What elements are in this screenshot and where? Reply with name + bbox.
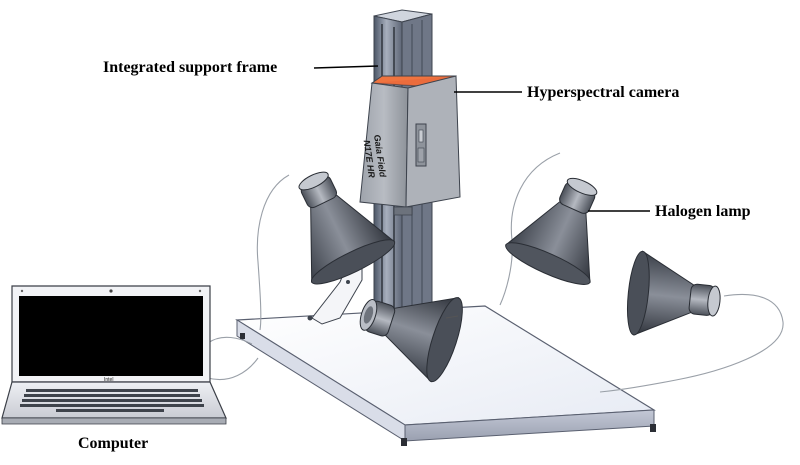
halogen-lamp-label: Halogen lamp	[655, 203, 751, 220]
laptop-computer: Intel	[1, 285, 227, 425]
halogen-lamp-front	[359, 297, 463, 383]
hyperspectral-camera: Gaia Field N17E HR	[359, 75, 461, 216]
halogen-lamp-right	[626, 250, 721, 336]
laptop-keyboard	[20, 389, 204, 412]
computer-label: Computer	[78, 435, 148, 452]
laptop-brand-text: Intel	[104, 377, 113, 383]
leader-lines	[313, 65, 650, 212]
halogen-lamp-upper-left	[298, 171, 396, 285]
support-frame-label: Integrated support frame	[103, 59, 277, 76]
halogen-lamp-upper-right	[504, 177, 598, 285]
camera-label: Hyperspectral camera	[527, 84, 679, 101]
laptop-screen	[19, 296, 203, 376]
